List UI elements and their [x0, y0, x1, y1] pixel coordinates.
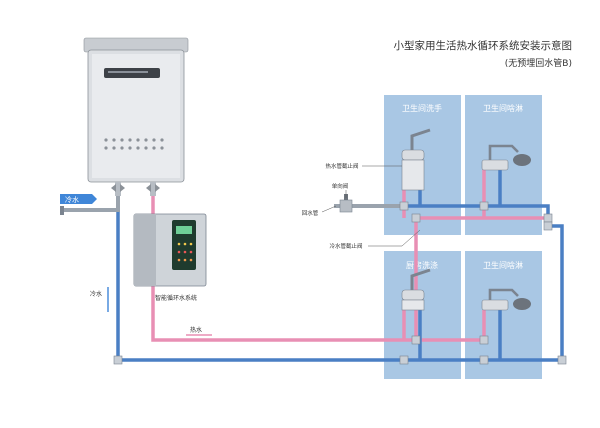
water-heater — [83, 37, 189, 183]
zone-label: 卫生间啥淋 — [483, 260, 523, 270]
shower-icon-1 — [481, 144, 531, 171]
svg-text:冷水: 冷水 — [65, 195, 79, 204]
heater-hot-valve — [146, 182, 160, 196]
diagram-title: 小型家用生活热水循环系统安装示意图 — [394, 39, 573, 52]
check-valve-label: 单向阀 — [332, 182, 349, 190]
zone-label: 卫生间洗手 — [402, 103, 442, 113]
hot-pipe-valve-label: 热水管截止阀 — [325, 162, 358, 170]
heater-vent-holes — [104, 138, 164, 150]
zone-label: 厨房洗涤 — [406, 260, 438, 270]
diagram-subtitle: (无预埋回水管B) — [505, 57, 572, 69]
cold-pipe-valve-lead — [368, 229, 421, 247]
return-pipe-lead — [321, 205, 337, 213]
circulation-unit — [133, 213, 207, 287]
hot-water-label: 热水 — [190, 326, 202, 334]
faucet-icon-basin-1 — [401, 128, 431, 191]
faucet-icon-basin-2 — [401, 268, 431, 311]
return-pipe-label: 回水管 — [302, 209, 319, 217]
heater-cold-valve — [111, 182, 125, 196]
cold-water-tag: 冷水 — [60, 194, 97, 204]
circulation-system-label: 智能循环水系统 — [155, 294, 197, 302]
pipe-fittings — [113, 201, 567, 365]
zone-label: 卫生间啥淋 — [483, 103, 523, 113]
cold-water-side-label: 冷水 — [90, 290, 102, 298]
zone-bathroom-shower-2: 卫生间啥淋 — [465, 251, 542, 379]
cold-inlet-pipe — [62, 196, 120, 212]
shower-icon-2 — [481, 288, 531, 311]
hot-main-pipe — [151, 286, 416, 342]
cold-pipe-valve-label: 冷水管截止阀 — [329, 242, 362, 250]
